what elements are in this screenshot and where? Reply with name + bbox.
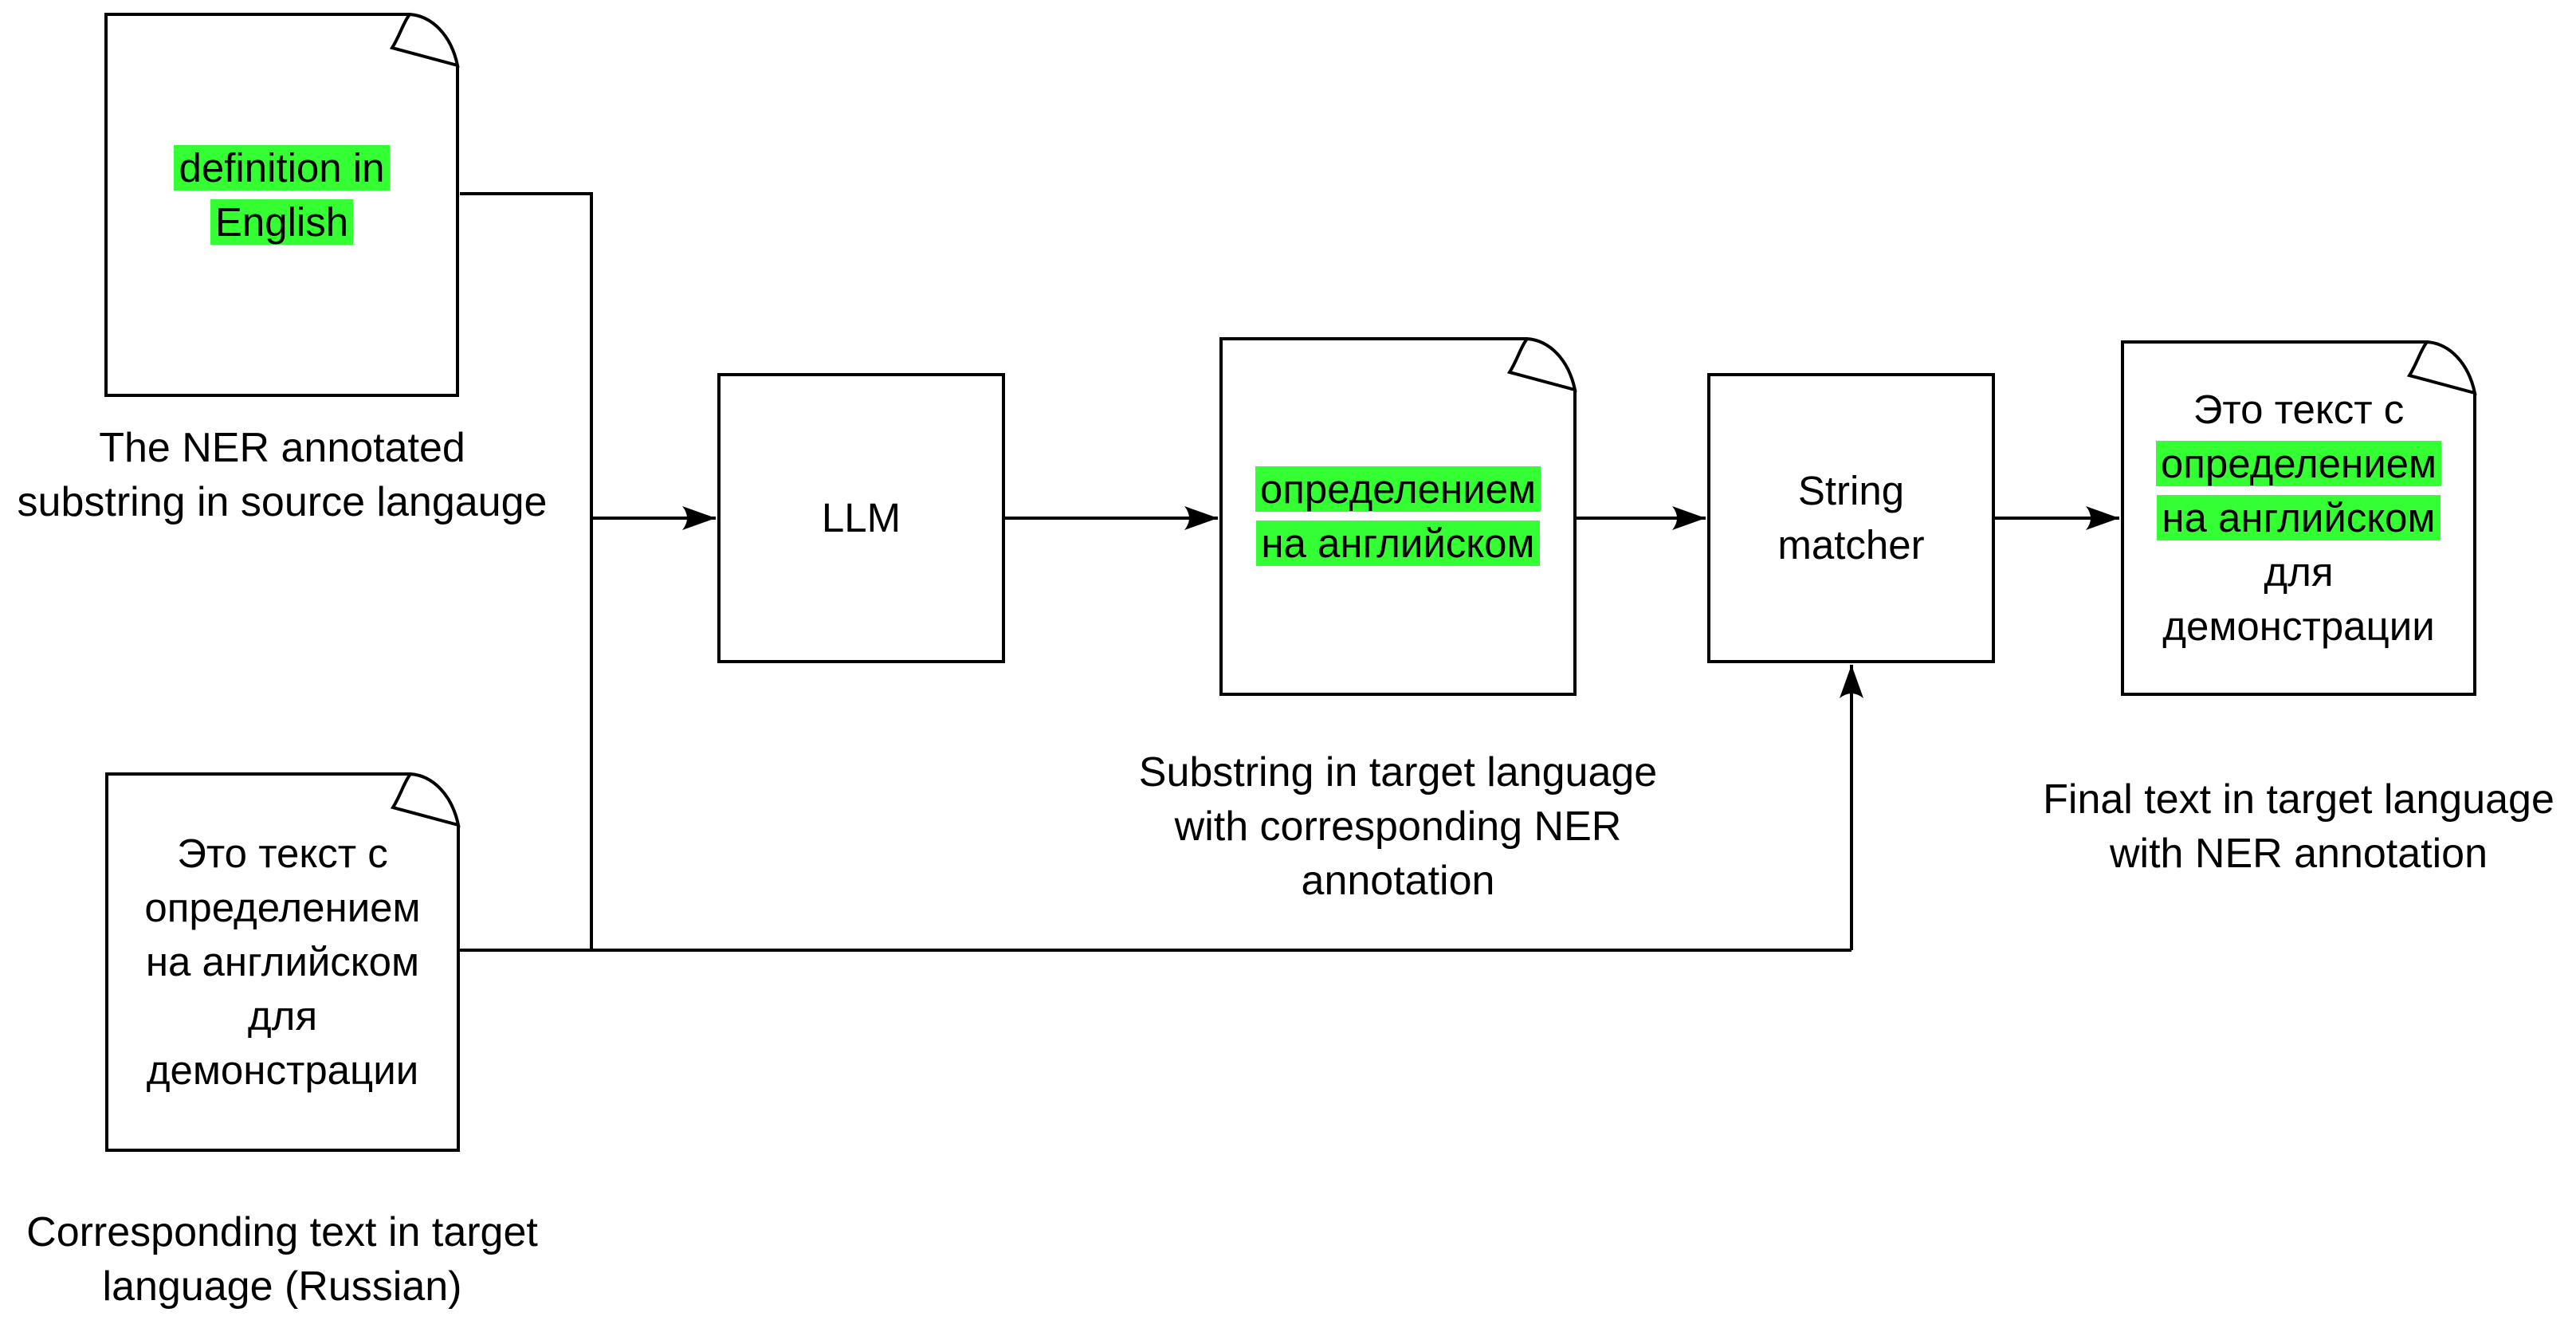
doc-line: определением	[2155, 437, 2442, 491]
string-matcher-box-label: String matcher	[1707, 373, 1995, 663]
doc-line: определением	[1255, 462, 1541, 517]
substring-doc-caption: Substring in target language with corres…	[1119, 745, 1677, 908]
caption-line: substring in source langauge	[17, 479, 548, 525]
source-doc-caption: The NER annotated substring in source la…	[3, 421, 561, 529]
label-line: LLM	[821, 495, 901, 540]
llm-box-shape	[717, 373, 1005, 663]
doc-line: демонстрации	[146, 1047, 419, 1093]
doc-line: Это текст с	[2193, 387, 2405, 432]
connector-sourcedoc-junction	[460, 192, 593, 950]
doc-line: на английском	[145, 939, 420, 984]
doc-line: для	[247, 993, 318, 1039]
caption-line: with corresponding NER	[1174, 803, 1622, 850]
ner-highlight: на английском	[2157, 495, 2441, 540]
caption-line: Final text in target language	[2043, 776, 2554, 823]
string-matcher-box-shape	[1707, 373, 1995, 663]
final-doc-text: Это текст с определением на английском д…	[2121, 340, 2476, 696]
source-doc-text: definition in English	[104, 13, 459, 378]
folded-corner-icon	[389, 12, 460, 68]
doc-line: определением	[144, 885, 421, 930]
doc-line: Это текст с	[177, 831, 388, 876]
doc-line: definition in	[174, 141, 390, 195]
final-doc-caption: Final text in target language with NER a…	[1996, 772, 2576, 881]
target-doc-caption: Corresponding text in target language (R…	[3, 1205, 561, 1314]
ner-highlight: определением	[1255, 466, 1541, 512]
label-line: matcher	[1777, 522, 1925, 568]
ner-highlight: определением	[2155, 441, 2442, 486]
caption-line: annotation	[1301, 858, 1495, 904]
caption-line: with NER annotation	[2109, 831, 2488, 877]
caption-line: Corresponding text in target	[26, 1209, 538, 1255]
ner-highlight: definition in	[174, 145, 390, 191]
label-line: String	[1797, 468, 1905, 513]
folded-corner-icon	[1506, 336, 1577, 392]
caption-line: Substring in target language	[1138, 749, 1658, 796]
substring-document-shape	[1219, 336, 1577, 696]
folded-corner-icon	[2406, 340, 2477, 395]
target-doc-text: Это текст с определением на английском д…	[105, 772, 460, 1152]
doc-line: демонстрации	[2162, 603, 2435, 649]
ner-highlight: на английском	[1256, 521, 1540, 566]
doc-line: на английском	[1256, 517, 1540, 571]
doc-line: на английском	[2157, 491, 2441, 545]
caption-line: language (Russian)	[102, 1263, 462, 1310]
doc-line: English	[210, 195, 354, 249]
substring-doc-text: определением на английском	[1219, 337, 1577, 696]
llm-box-label: LLM	[717, 373, 1005, 663]
ner-highlight: English	[210, 199, 354, 245]
doc-line: для	[2264, 549, 2334, 595]
target-document-shape	[105, 772, 461, 1152]
folded-corner-icon	[390, 772, 461, 827]
caption-line: The NER annotated	[99, 425, 465, 471]
